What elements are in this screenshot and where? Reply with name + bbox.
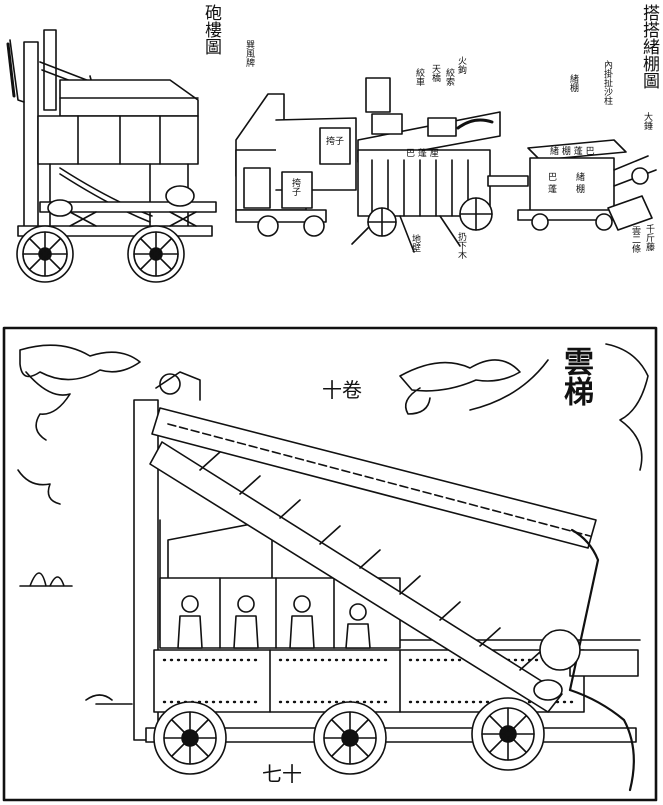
bottom-frame [2,326,658,802]
cloud-ladder-drawing [17,343,649,792]
label-nei-gua: 內掛扯沙柱 [602,60,612,105]
wheel [16,225,74,283]
label-tian-qiao: 天橋 [430,64,440,82]
label-jiao-mu: 扔下木 [456,232,466,259]
label-di-bi: 地壁 [410,234,420,252]
page-number: 十七 [262,762,302,786]
catapult-tower-drawing [6,29,217,283]
plate-rear-cart-right: 緒 棚 [574,172,584,193]
label-yun-er: 雲二條 [630,226,640,253]
soldier [177,595,203,649]
catapult-tower-title: 砲樓圖 [201,4,221,55]
siege-shed-train-drawing [235,77,657,253]
wheel [153,701,227,775]
soldier [233,595,259,649]
label-jiao-shou: 絞索 [444,68,454,86]
volume-label: 卷十 [322,378,362,402]
wheel [313,701,387,775]
plate-rear-cart-left: 巴 蓬 [546,172,556,193]
label-huo-gou: 火鉤 [456,56,466,74]
wheel [471,697,545,771]
wheel [127,225,185,283]
label-ya-zi-a: 挎子 [326,137,345,147]
label-xu-peng: 緒棚 [568,74,578,92]
soldier [345,603,371,649]
label-qian-jin: 千斤藤 [644,224,654,251]
cloud-ladder-title: 雲梯 [558,346,593,406]
plate-rear-cart-top: 緒 棚 蓬 巴 [550,147,595,157]
label-ya-zi-b: 挎子 [290,178,300,196]
soldier [289,595,315,649]
label-da-chui: 大錘 [642,112,652,130]
label-fang: 巽風牌 [244,40,254,67]
label-jiao-che: 絞車 [414,68,424,86]
siege-shed-title: 搭搭緒棚圖 [639,4,659,89]
plate-central-shed: 巴 蓬 厘 [406,149,439,159]
